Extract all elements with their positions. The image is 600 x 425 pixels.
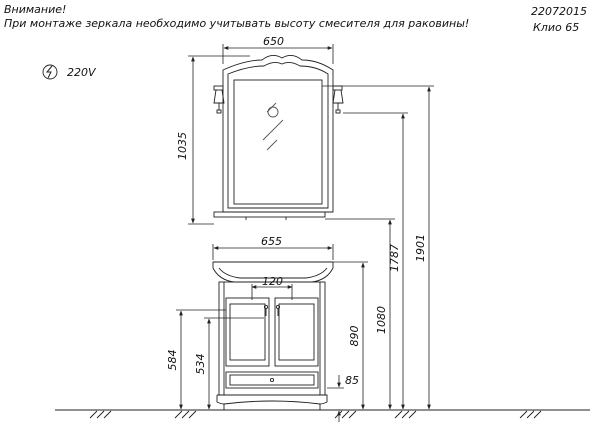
dim-mirror-height [188,55,250,225]
vanity-cabinet [212,261,334,410]
label-height-1080: 1080 [375,306,388,334]
dim-door-gap [251,284,293,300]
lightning-circle-icon [42,64,58,80]
dim-plinth [327,375,344,422]
dim-height-1787 [343,112,408,410]
article-number: 22072015 [531,5,587,18]
floor-line [55,409,590,419]
left-lamp [213,85,225,114]
dim-mirror-width [222,44,334,64]
warning-title: Внимание! [4,3,67,16]
dim-height-1080 [325,218,395,410]
dim-height-890 [333,261,368,410]
label-mirror-width: 650 [263,35,284,48]
label-plinth: 85 [345,374,359,387]
label-height-534: 534 [194,354,207,375]
power-label: 220V [67,66,97,79]
label-door-gap: 120 [262,275,283,288]
warning-text: При монтаже зеркала необходимо учитывать… [4,17,470,30]
label-height-1901: 1901 [414,234,427,262]
label-cabinet-width: 655 [261,235,282,248]
label-mirror-height: 1035 [176,132,189,160]
dim-cabinet-width [212,244,334,260]
model-name: Клио 65 [533,21,580,34]
dim-height-1901 [322,85,434,410]
right-lamp [332,85,344,114]
dim-height-584 [176,309,226,410]
label-height-890: 890 [348,326,361,347]
label-height-584: 584 [166,350,179,371]
mirror [213,55,344,220]
dim-height-534 [204,317,264,410]
